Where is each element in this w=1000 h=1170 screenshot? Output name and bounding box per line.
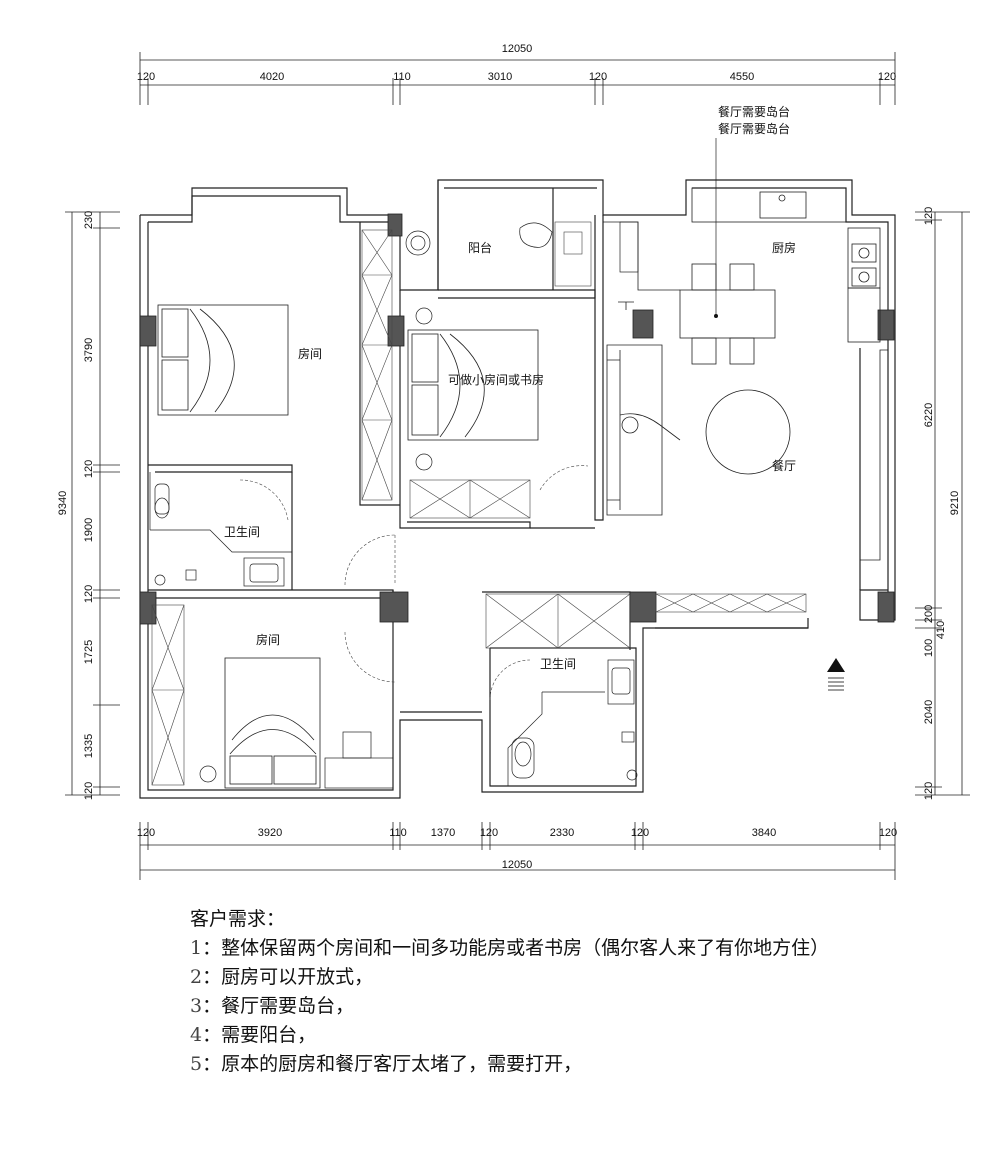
room-dining: 餐厅 — [772, 458, 796, 473]
dim-bottom-7: 120 — [631, 827, 649, 839]
washer — [405, 230, 431, 256]
dim-right-2: 6220 — [923, 403, 935, 427]
wardrobes — [151, 221, 807, 786]
round-table — [705, 389, 791, 475]
dim-bottom-total: 12050 — [502, 859, 533, 871]
kitchen-dining — [603, 187, 888, 590]
dim-bottom-2: 3920 — [258, 827, 282, 839]
dim-left-5: 120 — [83, 585, 95, 603]
dim-left-6: 1725 — [83, 640, 95, 664]
bed-study — [407, 329, 539, 441]
requirement-item-5: 5：原本的厨房和餐厅客厅太堵了，需要打开， — [190, 1050, 970, 1079]
room-bath-left: 卫生间 — [224, 525, 260, 539]
requirement-text: ：整体保留两个房间和一间多功能房或者书房（偶尔客人来了有你地方住） — [202, 937, 830, 959]
doors — [239, 465, 589, 701]
entrance-arrow-icon — [827, 658, 845, 691]
columns — [139, 213, 895, 625]
room-kitchen: 厨房 — [772, 240, 796, 255]
dim-right-outer: 9210 — [949, 491, 961, 515]
dim-bottom-8: 3840 — [752, 827, 776, 839]
sofa — [606, 344, 663, 516]
dim-left-8: 120 — [83, 782, 95, 800]
toilet-right — [511, 737, 535, 779]
dim-top-7: 120 — [878, 71, 896, 83]
dim-right-4: 100 — [923, 639, 935, 657]
requirement-num: 1 — [190, 937, 203, 959]
dim-left-2: 3790 — [83, 338, 95, 362]
walls — [139, 179, 896, 799]
requirement-item-2: 2：厨房可以开放式， — [190, 963, 970, 992]
requirements-title: 客户需求： — [190, 908, 286, 930]
annotation-line-1: 餐厅需要岛台 — [718, 104, 790, 119]
dim-top-6: 4550 — [730, 71, 754, 83]
dim-left-4: 1900 — [83, 518, 95, 542]
floor-plan: 12050 120 4020 110 3010 120 4550 120 120… — [57, 43, 970, 880]
bed-top — [157, 304, 289, 416]
island-table — [679, 289, 776, 339]
dim-top-3: 110 — [393, 71, 411, 83]
requirement-text: ：需要阳台， — [202, 1024, 317, 1046]
dim-right-3: 200 — [923, 605, 935, 623]
sink-left — [243, 557, 285, 587]
requirement-text: ：餐厅需要岛台， — [202, 995, 355, 1017]
dim-left-1: 230 — [83, 211, 95, 229]
requirement-item-4: 4：需要阳台， — [190, 1021, 970, 1050]
room-study: 可做小房间或书房 — [448, 372, 544, 387]
dim-bottom-5: 120 — [480, 827, 498, 839]
beds — [157, 304, 539, 789]
annotation-dot — [714, 314, 718, 318]
dim-bottom-6: 2330 — [550, 827, 574, 839]
room-bedroom-bottom: 房间 — [256, 632, 280, 647]
requirement-num: 3 — [190, 995, 203, 1017]
client-requirements: 客户需求： 1：整体保留两个房间和一间多功能房或者书房（偶尔客人来了有你地方住）… — [190, 905, 970, 1079]
kitchen-sink — [759, 191, 807, 219]
dim-top-total: 12050 — [502, 43, 533, 55]
dim-right-5: 2040 — [923, 700, 935, 724]
requirement-text: ：原本的厨房和餐厅客厅太堵了，需要打开， — [202, 1053, 583, 1075]
requirement-text: ：厨房可以开放式， — [202, 966, 374, 988]
dim-top-5: 120 — [589, 71, 607, 83]
dim-bottom-9: 120 — [879, 827, 897, 839]
dim-bottom-3: 110 — [389, 827, 407, 839]
dim-bottom-1: 120 — [137, 827, 155, 839]
bed-bottom — [224, 657, 321, 789]
dim-top-4: 3010 — [488, 71, 512, 83]
dim-left-7: 1335 — [83, 734, 95, 758]
requirement-item-1: 1：整体保留两个房间和一间多功能房或者书房（偶尔客人来了有你地方住） — [190, 934, 970, 963]
room-balcony: 阳台 — [468, 240, 492, 255]
dim-left-3: 120 — [83, 460, 95, 478]
room-bath-right: 卫生间 — [540, 657, 576, 671]
dim-top-1: 120 — [137, 71, 155, 83]
annotation-line-2: 餐厅需要岛台 — [718, 121, 790, 136]
fixtures — [149, 221, 639, 789]
dim-left-total: 9340 — [57, 491, 69, 515]
dim-top-2: 4020 — [260, 71, 284, 83]
toilet-left — [154, 483, 170, 515]
dim-bottom-4: 1370 — [431, 827, 455, 839]
sink-right — [607, 659, 635, 705]
requirement-num: 4 — [190, 1024, 203, 1046]
requirement-num: 5 — [190, 1053, 203, 1075]
room-bedroom-top: 房间 — [298, 346, 322, 361]
dim-right-6: 120 — [923, 782, 935, 800]
requirement-item-3: 3：餐厅需要岛台， — [190, 992, 970, 1021]
dim-right-1: 120 — [923, 207, 935, 225]
requirement-num: 2 — [190, 966, 203, 988]
dim-right-extra: 410 — [935, 621, 947, 639]
